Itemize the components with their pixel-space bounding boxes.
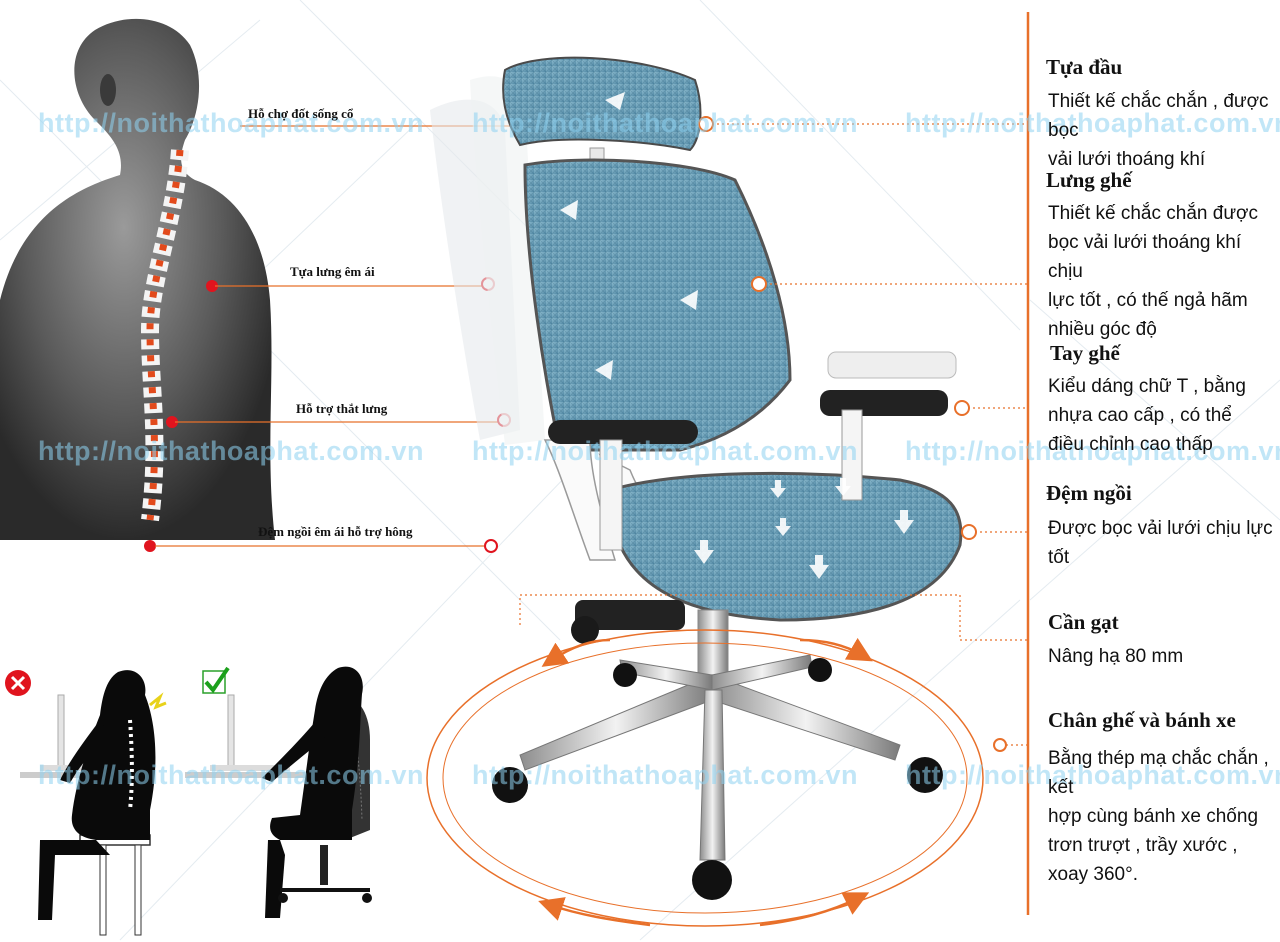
feature-desc-seat: Được bọc vải lưới chịu lực tốt	[1048, 518, 1273, 568]
feature-desc-base-wheels: Bằng thép mạ chắc chắn , kết hợp cùng bá…	[1048, 748, 1269, 885]
watermark-8: http://noithathoaphat.com.vn	[472, 760, 858, 790]
feature-title-armrest: Tay ghế	[1050, 341, 1120, 365]
watermark-2: http://noithathoaphat.com.vn	[472, 108, 858, 138]
watermark-1: http://noithathoaphat.com.vn	[38, 108, 424, 138]
feature-title-lever: Cần gạt	[1048, 610, 1119, 634]
body-leader-lines	[155, 125, 515, 547]
mesh-arrows	[560, 92, 914, 579]
feature-desc-headrest: Thiết kế chắc chắn , được bọc vải lưới t…	[1048, 91, 1269, 170]
label-neck-support: Hỗ chợ đốt sống cổ	[248, 106, 354, 121]
label-back-support: Tựa lưng êm ái	[290, 264, 375, 279]
watermark-7: http://noithathoaphat.com.vn	[38, 760, 424, 790]
feature-desc-lever: Nâng hạ 80 mm	[1048, 646, 1184, 667]
label-hip-support: Đệm ngồi êm ái hỗ trợ hông	[258, 524, 413, 539]
spine	[140, 149, 189, 522]
human-back-figure	[0, 18, 275, 540]
feature-leader-lines	[519, 123, 1028, 746]
watermark-5: http://noithathoaphat.com.vn	[472, 436, 858, 466]
feature-title-headrest: Tựa đầu	[1046, 55, 1123, 79]
rotation-ellipse	[426, 629, 984, 927]
feature-title-seat: Đệm ngồi	[1046, 481, 1132, 505]
posture-correct	[185, 666, 372, 918]
body-markers	[144, 280, 218, 552]
label-lumbar-support: Hỗ trợ thắt lưng	[296, 401, 388, 416]
feature-title-base-wheels: Chân ghế và bánh xe	[1048, 708, 1236, 732]
feature-desc-armrest: Kiểu dáng chữ T , bằng nhựa cao cấp , có…	[1048, 376, 1246, 455]
watermark-9: http://noithathoaphat.com.vn	[905, 760, 1280, 790]
watermark-6: http://noithathoaphat.com.vn	[905, 436, 1280, 466]
posture-wrong	[5, 670, 167, 936]
watermark-3: http://noithathoaphat.com.vn	[905, 108, 1280, 138]
chair	[430, 56, 963, 900]
watermark-4: http://noithathoaphat.com.vn	[38, 436, 424, 466]
feature-desc-backrest: Thiết kế chắc chắn được bọc vải lưới tho…	[1048, 203, 1259, 340]
feature-title-backrest: Lưng ghế	[1046, 168, 1132, 192]
feature-leader-circles	[698, 116, 1007, 752]
